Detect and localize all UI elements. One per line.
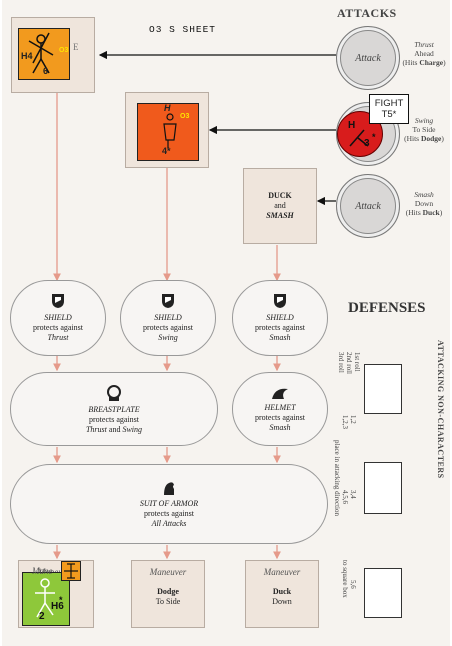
suit-of-armor-box[interactable]: SUIT OF ARMOR protects against All Attac…: [10, 464, 328, 544]
fight-chit[interactable]: FIGHT T5*: [369, 94, 409, 124]
knight-counter[interactable]: H4 6 O3: [18, 28, 70, 80]
running-figure-icon: [35, 578, 55, 618]
non-characters-heading: ATTACKING NON-CHARACTERS: [436, 340, 445, 479]
suit-of-armor-icon: [164, 481, 174, 495]
non-char-row2: 3,4: [349, 490, 357, 499]
non-char-box-3[interactable]: [364, 568, 402, 618]
breastplate-box[interactable]: BREASTPLATE protects against Thrust and …: [10, 372, 218, 446]
maneuver-duck-box[interactable]: Maneuver Duck Down: [245, 560, 319, 628]
dodging-figure-icon: [163, 113, 177, 148]
shield-thrust-box[interactable]: SHIELD protects against Thrust: [10, 280, 106, 356]
orange-counter[interactable]: H O3 4*: [137, 103, 199, 161]
non-char-row2c: place in attacking direction: [333, 440, 341, 516]
crosshair-icon: [64, 563, 78, 579]
shield-smash-box[interactable]: SHIELD protects against Smash: [232, 280, 328, 356]
maneuver-dodge-box[interactable]: Maneuver Dodge To Side: [131, 560, 205, 628]
attacks-heading: ATTACKS: [337, 6, 397, 20]
green-counter[interactable]: H6 2 *: [22, 572, 70, 626]
helmet-icon: [272, 388, 288, 399]
shield-icon: [162, 294, 174, 308]
swing-weapon-icon: [349, 129, 369, 147]
defenses-heading: DEFENSES: [348, 300, 426, 316]
non-char-row3: 5,6: [349, 580, 357, 589]
roll-label-1: 1st roll: [353, 352, 361, 372]
duck-smash-box[interactable]: DUCK and SMASH: [243, 168, 317, 244]
knight-figure-icon: [28, 32, 54, 74]
roll-label-2: 2nd roll: [345, 352, 353, 374]
helmet-box[interactable]: HELMET protects against Smash: [232, 372, 328, 446]
shield-icon: [52, 294, 64, 308]
non-char-row3b: to square box: [341, 560, 349, 598]
move-cursor[interactable]: [61, 561, 81, 581]
shield-icon: [274, 294, 286, 308]
sheet-title: O3 S SHEET: [149, 24, 217, 35]
non-char-box-2[interactable]: [364, 462, 402, 514]
attack-thrust-button[interactable]: Attack: [336, 26, 400, 90]
attack-smash-button[interactable]: Attack: [336, 174, 400, 238]
charge-partial-label: E: [73, 42, 79, 52]
non-char-box-1[interactable]: [364, 364, 402, 414]
roll-label-3: 3rd roll: [337, 352, 345, 373]
non-char-row1: 1,2: [349, 415, 357, 424]
shield-swing-box[interactable]: SHIELD protects against Swing: [120, 280, 216, 356]
breastplate-icon: [107, 384, 121, 401]
green-partial-label: Mane: [32, 566, 53, 576]
non-char-row1b: 1,2,3: [341, 415, 349, 429]
non-char-row2b: 4,5,6: [341, 490, 349, 504]
